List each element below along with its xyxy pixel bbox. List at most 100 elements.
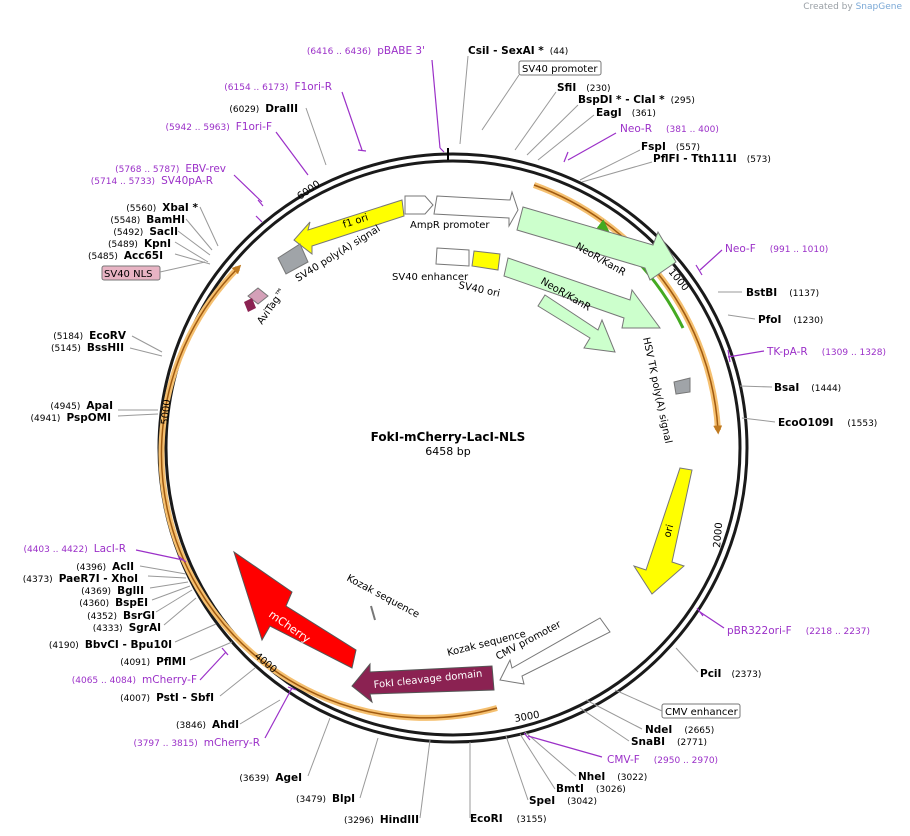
- svg-text:NdeI(2665): NdeI(2665): [645, 724, 714, 736]
- sv40-nls-box: [101, 265, 161, 281]
- site-csii: CsiI: [468, 45, 489, 57]
- svg-text:(5548)BamHI: (5548)BamHI: [110, 214, 185, 226]
- svg-text:(5942 .. 5963)F1ori-F: (5942 .. 5963)F1ori-F: [166, 121, 273, 133]
- cmv-enhancer-label: CMV enhancer: [665, 707, 739, 718]
- primer-pbr322ori-f: pBR322ori-F: [727, 625, 792, 637]
- sv40-enhancer-label: SV40 enhancer: [392, 272, 469, 283]
- neokan-inner2-arrow: [537, 294, 616, 353]
- site-hindiii: HindIII: [380, 814, 419, 826]
- tick-5000: 5000: [160, 399, 173, 425]
- site-eagi: EagI: [596, 107, 622, 119]
- svg-text:(4396)AclI: (4396)AclI: [76, 561, 134, 573]
- avitag-arrow: [247, 287, 269, 305]
- svg-text:PfoI(1230): PfoI(1230): [758, 314, 823, 326]
- site-bmti: BmtI: [556, 783, 584, 795]
- site-kpni: KpnI: [144, 238, 171, 250]
- sv40-ori-label: SV40 ori: [457, 280, 500, 300]
- primer-mcherry-f: mCherry-F: [142, 674, 197, 686]
- primer-sv40pa-r: SV40pA-R: [161, 175, 213, 187]
- sv40-nls-label: SV40 NLS: [104, 269, 153, 280]
- svg-text:(5184)EcoRV: (5184)EcoRV: [53, 330, 127, 342]
- svg-text:(5489)KpnI: (5489)KpnI: [108, 238, 171, 250]
- svg-text:(4941)PspOMI: (4941)PspOMI: [31, 412, 112, 424]
- backbone-inner: [164, 159, 742, 737]
- site-ecoo109i: EcoO109I: [778, 417, 833, 429]
- site-bpu10i: Bpu10I: [130, 639, 172, 651]
- site-sfii: SfiI: [557, 82, 576, 94]
- sv40-enhancer-box: [435, 247, 470, 267]
- svg-text:(6416 .. 6436)pBABE 3': (6416 .. 6436)pBABE 3': [307, 45, 425, 57]
- svg-text:Neo-F(991 .. 1010): Neo-F(991 .. 1010): [725, 243, 828, 255]
- site-ecori: EcoRI: [470, 813, 503, 825]
- svg-text:BmtI(3026): BmtI(3026): [556, 783, 626, 795]
- primer-f1ori-r: F1ori-R: [295, 81, 332, 93]
- svg-text:(4369)BglII: (4369)BglII: [81, 585, 144, 597]
- primer-pbabe3: pBABE 3': [377, 45, 425, 57]
- svg-text:(6154 .. 6173)F1ori-R: (6154 .. 6173)F1ori-R: [224, 81, 332, 93]
- svg-text:(4403 .. 4422)LacI-R: (4403 .. 4422)LacI-R: [23, 543, 126, 555]
- svg-text:(4945)ApaI: (4945)ApaI: [50, 400, 113, 412]
- sv40-promoter-box: [518, 60, 602, 76]
- primer-f1ori-f: F1ori-F: [236, 121, 272, 133]
- svg-text:PflFI - Tth111I(573): PflFI - Tth111I(573): [653, 153, 771, 165]
- svg-text:CMV-F(2950 .. 2970): CMV-F(2950 .. 2970): [607, 754, 718, 766]
- site-sacii: SacII: [149, 226, 178, 238]
- site-pflmi: PflMI: [156, 656, 186, 668]
- sites-right: CsiI - SexAI *(44) SfiI(230) BspDI * - C…: [468, 45, 877, 825]
- plasmid-length: 6458 bp: [425, 445, 470, 458]
- site-sgrai: SgrAI: [129, 622, 161, 634]
- svg-text:(3846)AhdI: (3846)AhdI: [176, 719, 239, 731]
- neokan-inner-arrow: [503, 257, 661, 329]
- site-pflfi: PflFI: [653, 153, 680, 165]
- snapgene-brand: SnapGene: [855, 2, 902, 12]
- svg-text:(4007)PstI - SbfI: (4007)PstI - SbfI: [120, 692, 214, 704]
- snapgene-credit: Created by SnapGene: [803, 2, 902, 12]
- svg-text:FspI(557): FspI(557): [641, 141, 700, 153]
- site-bspei: BspEI: [115, 597, 148, 609]
- svg-text:(4352)BsrGI: (4352)BsrGI: [87, 610, 155, 622]
- svg-text:(5492)SacII: (5492)SacII: [113, 226, 178, 238]
- svg-text:(5485)Acc65I: (5485)Acc65I: [88, 250, 163, 262]
- site-bsshii: BssHII: [87, 342, 124, 354]
- svg-text:PciI(2373): PciI(2373): [700, 668, 761, 680]
- cmv-promoter-arrow: [499, 617, 611, 685]
- sv40-promoter-label: SV40 promoter: [522, 64, 598, 75]
- site-bspdi: BspDI *: [578, 94, 622, 106]
- site-bglii: BglII: [117, 585, 144, 597]
- svg-text:Neo-R(381 .. 400): Neo-R(381 .. 400): [620, 123, 719, 135]
- site-agei: AgeI: [275, 772, 302, 784]
- sv40-ori-box: [471, 250, 501, 271]
- sites-left: (6029)DraIII (5560)XbaI * (5548)BamHI (5…: [23, 103, 419, 826]
- primer-laci-r: LacI-R: [94, 543, 126, 555]
- ori-arrow: [632, 467, 693, 595]
- svg-text:(5768 .. 5787)EBV-rev: (5768 .. 5787)EBV-rev: [115, 163, 226, 175]
- svg-text:EcoRI(3155): EcoRI(3155): [470, 813, 547, 825]
- site-acc65i: Acc65I: [124, 250, 163, 262]
- svg-text:EcoO109I(1553): EcoO109I(1553): [778, 417, 877, 429]
- primers: (6416 .. 6436)pBABE 3' (6154 .. 6173)F1o…: [23, 45, 886, 766]
- site-pfoi: PfoI: [758, 314, 781, 326]
- svg-text:(4190)BbvCI - Bpu10I: (4190)BbvCI - Bpu10I: [49, 639, 172, 651]
- primer-ebv-rev: EBV-rev: [185, 163, 226, 175]
- hsv-tk-label: HSV TK poly(A) signal: [640, 336, 673, 444]
- site-bamhi: BamHI: [146, 214, 185, 226]
- site-apai: ApaI: [86, 400, 113, 412]
- site-spei: SpeI: [529, 795, 555, 807]
- svg-text:EagI(361): EagI(361): [596, 107, 656, 119]
- svg-text:(3639)AgeI: (3639)AgeI: [239, 772, 302, 784]
- svg-text:(3479)BlpI: (3479)BlpI: [296, 793, 355, 805]
- site-xbai: XbaI *: [162, 202, 198, 214]
- site-bsrgi: BsrGI: [123, 610, 155, 622]
- plasmid-name: FokI-mCherry-LacI-NLS: [371, 430, 526, 444]
- site-ndei: NdeI: [645, 724, 672, 736]
- svg-text:BsaI(1444): BsaI(1444): [774, 382, 841, 394]
- site-fspi: FspI: [641, 141, 666, 153]
- site-blpi: BlpI: [332, 793, 355, 805]
- tick-2000: 2000: [712, 522, 725, 548]
- primer-connectors: [135, 59, 765, 758]
- hsv-tk-box: [673, 377, 691, 395]
- svg-text:(4065 .. 4084)mCherry-F: (4065 .. 4084)mCherry-F: [72, 674, 197, 686]
- svg-text:(5145)BssHII: (5145)BssHII: [51, 342, 124, 354]
- sv40-polya-box: [277, 243, 309, 275]
- svg-text:(4091)PflMI: (4091)PflMI: [120, 656, 186, 668]
